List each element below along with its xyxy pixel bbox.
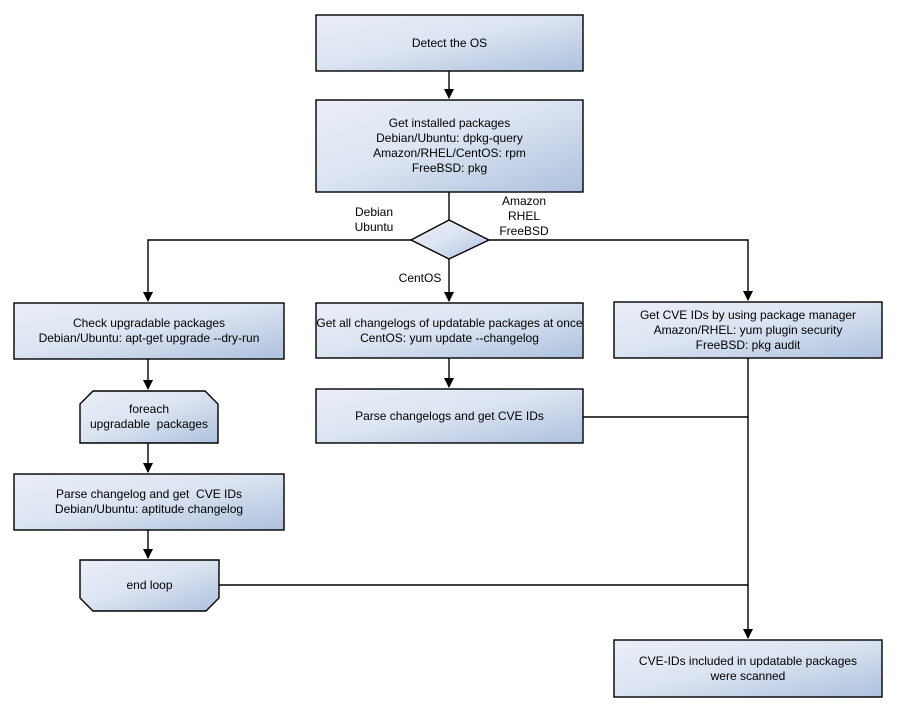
get-all-changelogs-box (315, 302, 584, 359)
branch-label-debian-ubuntu: Debian Ubuntu (344, 205, 404, 235)
edge-decision-to-debian-branch (143, 239, 411, 302)
parse-changelogs-box (315, 388, 584, 444)
branch-label-centos: CentOS (389, 271, 451, 286)
branch-rhel-line: RHEL (507, 209, 540, 223)
foreach-loop-shape (79, 390, 219, 444)
scanned-result-box (613, 639, 883, 698)
check-upgradable-box (13, 302, 285, 360)
branch-ubuntu-line: Ubuntu (354, 220, 394, 234)
get-installed-packages-box (315, 99, 584, 193)
parse-changelog-box (13, 473, 285, 531)
edge-decision-to-rhel-branch (489, 239, 753, 301)
end-loop-shape (79, 559, 220, 612)
detect-os-box (315, 14, 584, 72)
branch-label-amazon-rhel-freebsd: Amazon RHEL FreeBSD (493, 194, 555, 239)
branch-amazon-line: Amazon (501, 194, 547, 208)
branch-debian-line: Debian (354, 205, 394, 219)
branch-freebsd-line: FreeBSD (499, 224, 549, 238)
os-decision-diamond (409, 219, 491, 260)
get-cve-pkg-mgr-box (613, 301, 883, 359)
branch-centos-line: CentOS (398, 271, 442, 285)
